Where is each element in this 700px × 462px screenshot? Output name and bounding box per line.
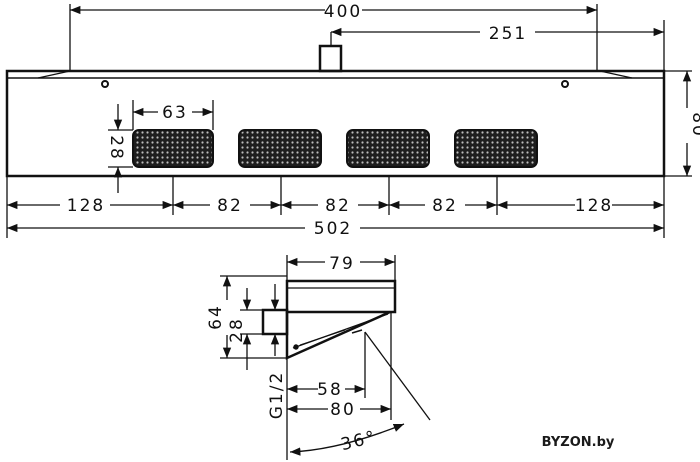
front-dimension-labels: 400 251 80 63 28 128 82 82 82 128 502	[67, 2, 700, 239]
dim-label-g12: G1/2	[267, 371, 287, 420]
dim-label-80-side: 80	[330, 400, 356, 420]
dim-label-36-degrees: 36°	[339, 427, 379, 455]
dim-label-58: 58	[317, 380, 343, 400]
side-screw	[293, 344, 299, 350]
dim-label-502: 502	[314, 219, 352, 239]
dim-label-400: 400	[324, 2, 362, 22]
nozzle-2	[238, 129, 322, 168]
dim-label-64: 64	[206, 304, 226, 330]
side-dimensions	[220, 255, 431, 460]
dim-label-63: 63	[162, 103, 188, 123]
dim-label-128-left: 128	[67, 196, 105, 216]
nozzle-1	[132, 129, 214, 168]
side-connector	[261, 308, 289, 336]
front-dimensions	[6, 4, 692, 238]
front-view	[5, 44, 666, 178]
mounting-hole-right	[561, 80, 569, 88]
body-chamfers	[37, 70, 633, 79]
nozzle-4	[454, 129, 538, 168]
nozzle-3	[346, 129, 430, 168]
dim-label-128-right: 128	[575, 196, 613, 216]
dim-label-79: 79	[329, 254, 355, 274]
mounting-hole-left	[101, 80, 109, 88]
dim-label-251: 251	[489, 24, 527, 44]
dim-label-80: 80	[688, 112, 700, 138]
dim-label-82-b: 82	[325, 196, 351, 216]
dim-label-28-side: 28	[227, 317, 247, 343]
side-upper-block	[285, 279, 397, 314]
dim-label-82-a: 82	[217, 196, 243, 216]
dim-label-82-c: 82	[432, 196, 458, 216]
watermark-logo: BYZON.by	[542, 435, 615, 450]
inlet-pipe	[318, 44, 343, 73]
dim-label-28-front: 28	[106, 135, 126, 161]
